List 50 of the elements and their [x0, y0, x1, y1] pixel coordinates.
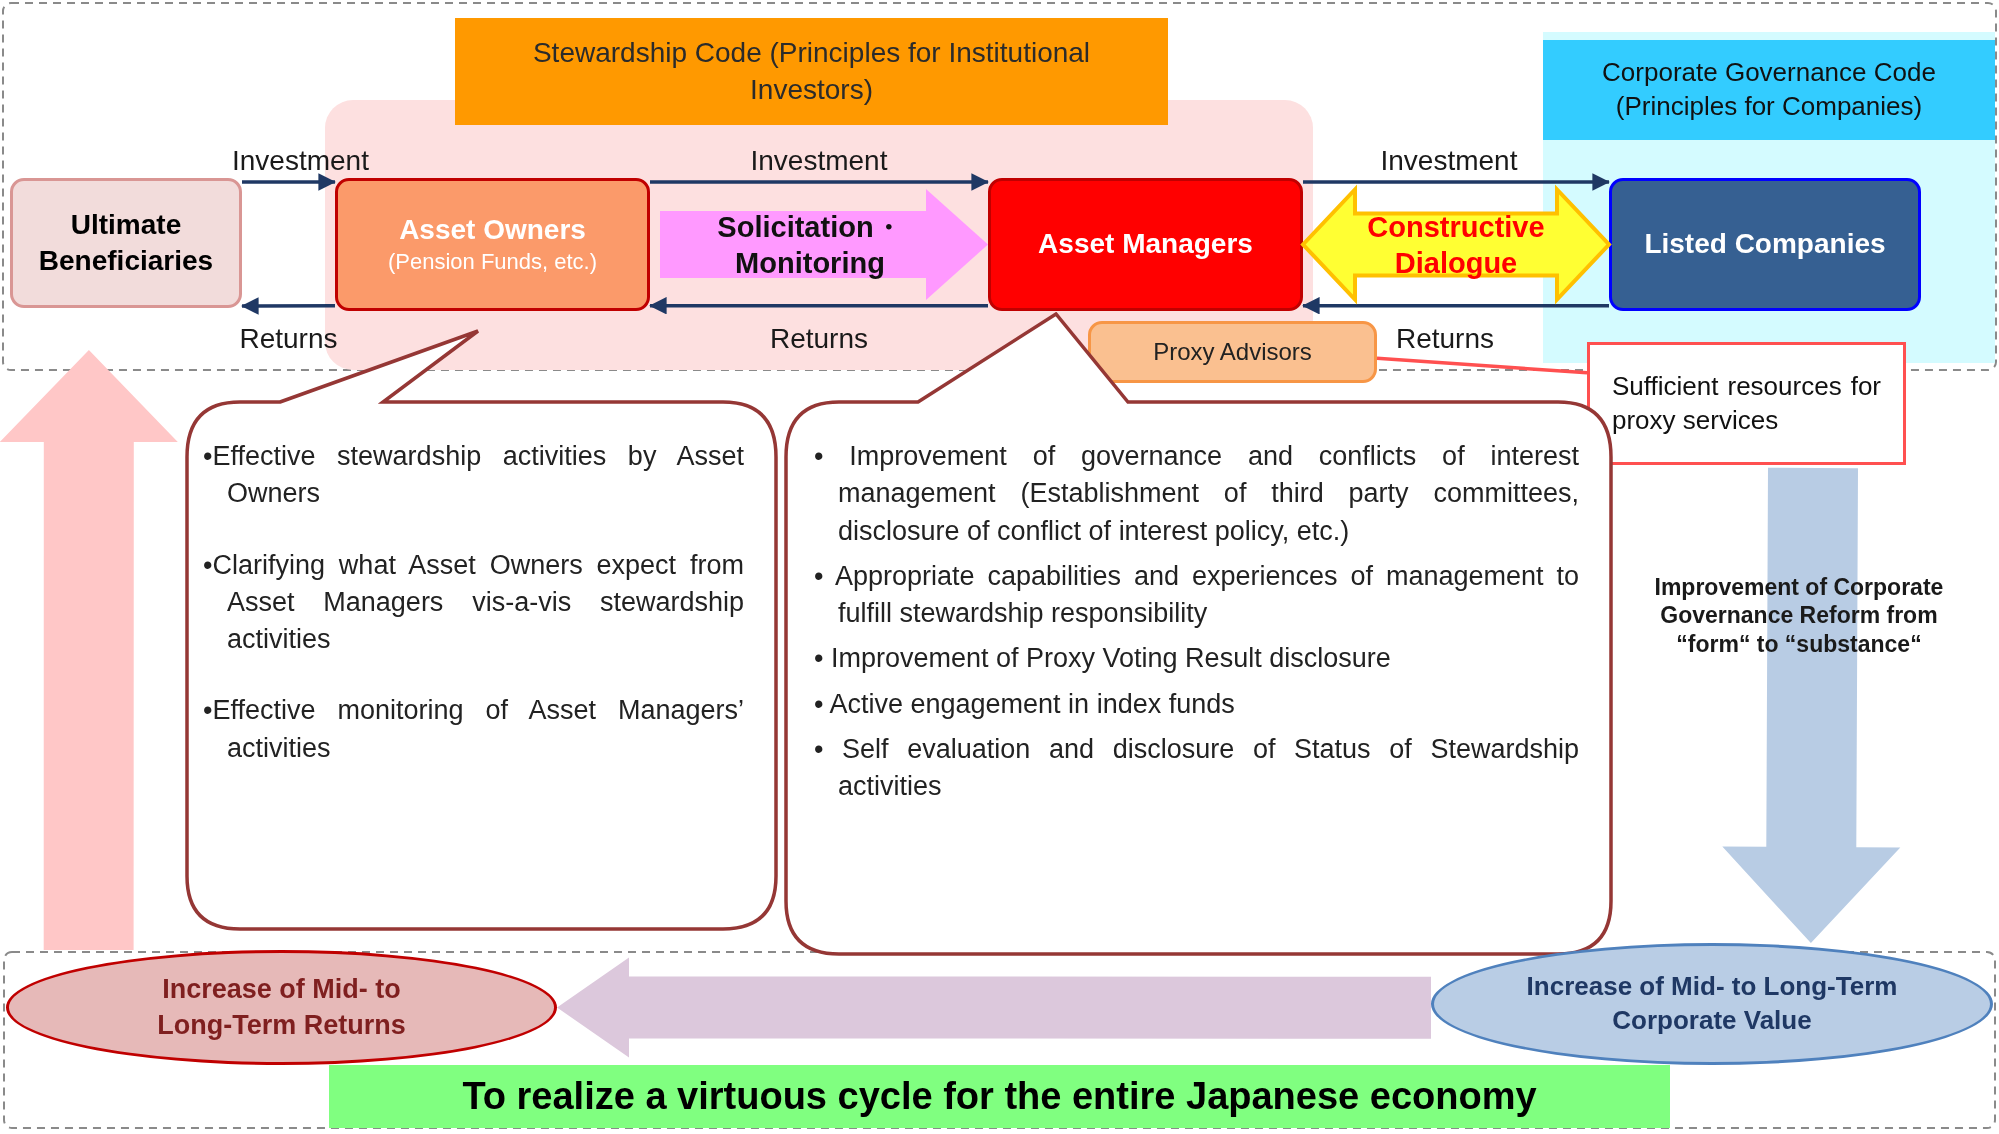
- node-label: (Pension Funds, etc.): [387, 248, 598, 277]
- edge-label: Constructive Dialogue: [1366, 209, 1546, 281]
- process-box: [1088, 321, 1377, 383]
- code-heading: Corporate Governance Code (Principles for Companies): [1543, 40, 1995, 140]
- block-arrow: [1722, 467, 1901, 943]
- bullet-text: • Active engagement in index funds: [814, 687, 1236, 721]
- node-label: Asset Managers: [1038, 227, 1253, 262]
- bullet-text: • Appropriate capabilities and experiences of management to fulfill stewardship responsibility: [814, 559, 1579, 630]
- process-box: [1609, 178, 1921, 311]
- arrow: [241, 297, 335, 315]
- edge-label: Solicitation・Monitoring: [716, 209, 904, 281]
- node-label: Ultimate Beneficiaries: [37, 207, 215, 278]
- node-label: Increase of Mid- to Long-Term Returns: [156, 973, 407, 1042]
- arrow: [650, 173, 989, 191]
- node-label: Listed Companies: [1644, 227, 1886, 262]
- bullet-text: • Improvement of governance and conflicts of interest management (Establishment of third party committees, disclosure of conflict of interest policy, etc.): [814, 440, 1579, 548]
- arrow: [242, 173, 336, 191]
- node-label: Proxy Advisors: [1153, 337, 1312, 368]
- block-arrow: [0, 350, 178, 950]
- arrow: [1303, 173, 1610, 191]
- edge-label: Investment: [749, 143, 889, 178]
- process-box: [335, 178, 650, 311]
- bullet-text: • Improvement of Proxy Voting Result disclosure: [814, 642, 1392, 676]
- edge-label: Returns: [238, 321, 339, 356]
- edge-label: Investment: [231, 143, 370, 178]
- edge-label: Improvement of Corporate Governance Reform from “form“ to “substance“: [1653, 572, 1944, 659]
- node-label: Sufficient resources for proxy services: [1612, 369, 1881, 437]
- node-label: To realize a virtuous cycle for the entire Japanese economy: [462, 1073, 1537, 1119]
- note-box: [1587, 342, 1906, 465]
- arrow: [649, 296, 988, 315]
- node-label: Asset Owners: [399, 213, 586, 247]
- process-box: [10, 178, 242, 308]
- bullet-text: •Clarifying what Asset Owners expect from Asset Managers vis-a-vis stewardship activities: [203, 548, 744, 656]
- edge-label: Returns: [768, 321, 869, 356]
- oval-shape: [6, 950, 557, 1065]
- code-heading: Stewardship Code (Principles for Institutional Investors): [455, 18, 1168, 125]
- arrow: [1302, 296, 1609, 315]
- banner: [329, 1065, 1670, 1128]
- edge-label: Investment: [1379, 143, 1519, 178]
- block-arrow: [557, 957, 1431, 1058]
- bullet-text: •Effective monitoring of Asset Managers’ activities: [203, 694, 744, 765]
- edge-label: Returns: [1394, 321, 1495, 356]
- double-arrow: [1300, 184, 1612, 305]
- bullet-text: •Effective stewardship activities by Asset Owners: [203, 440, 744, 511]
- oval-shape: [1431, 943, 1993, 1065]
- process-box: [988, 178, 1303, 311]
- block-arrow: [660, 189, 988, 300]
- leader-line: [1376, 356, 1588, 375]
- node-label: Increase of Mid- to Long-Term Corporate Value: [1525, 970, 1899, 1037]
- bullet-text: • Self evaluation and disclosure of Status of Stewardship activities: [814, 732, 1579, 803]
